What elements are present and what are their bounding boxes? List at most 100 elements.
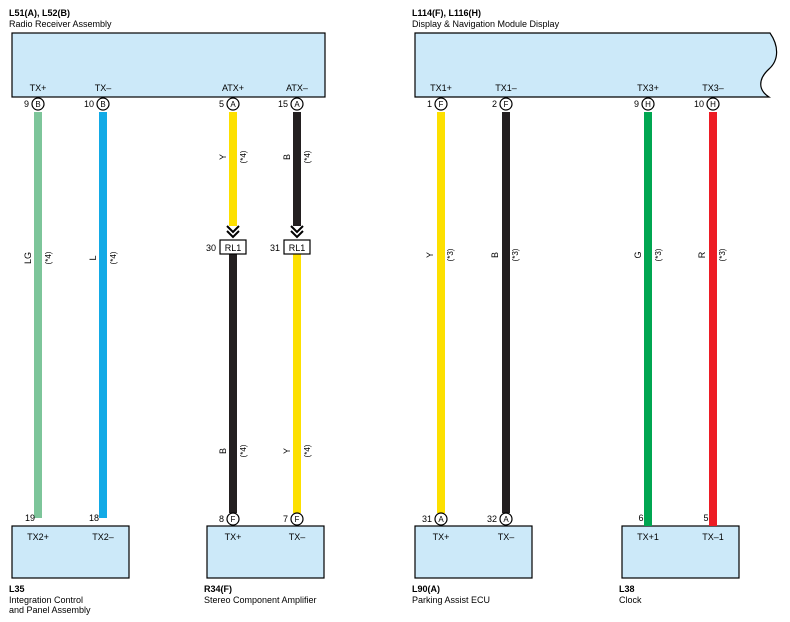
- wire-color-code: G: [633, 251, 643, 258]
- splice-label: RL1: [289, 243, 306, 253]
- radio-code: L51(A), L52(B): [9, 8, 70, 18]
- clock-box: [621, 525, 740, 579]
- wire-note: (*3): [511, 248, 520, 261]
- terminal-label: TX+: [30, 83, 47, 93]
- splice-box: [283, 239, 311, 255]
- pin-circle: [499, 97, 513, 111]
- wire-note: (*4): [109, 251, 118, 264]
- pin-number: 15: [278, 99, 288, 109]
- amplifier-code: R34(F): [204, 584, 232, 594]
- pin-circle: [434, 512, 448, 526]
- connector-letter: B: [100, 100, 105, 109]
- pin-number: 8: [219, 514, 224, 524]
- splice-box: [219, 239, 247, 255]
- connector-letter: A: [438, 515, 444, 524]
- pin-circle: [290, 97, 304, 111]
- wire-note: (*4): [303, 444, 312, 457]
- pin-number: 2: [492, 99, 497, 109]
- terminal-label: TX2–: [92, 532, 114, 542]
- terminal-label: TX–: [95, 83, 112, 93]
- wire-color-code: B: [282, 154, 292, 160]
- wire-note: (*3): [718, 248, 727, 261]
- pin-circle: [434, 97, 448, 111]
- clock-code: L38: [619, 584, 635, 594]
- pin-circle: [226, 97, 240, 111]
- integration-code: L35: [9, 584, 25, 594]
- radio-receiver-box: [11, 32, 326, 98]
- wire-note: (*4): [239, 150, 248, 163]
- display-code: L114(F), L116(H): [412, 8, 481, 18]
- wire-color-code: L: [88, 255, 98, 260]
- connector-letter: A: [294, 100, 300, 109]
- pin-number: 10: [694, 99, 704, 109]
- splice-pin: 30: [206, 243, 216, 253]
- connector-letter: A: [503, 515, 509, 524]
- terminal-label: TX+: [225, 532, 242, 542]
- terminal-label: TX3+: [637, 83, 659, 93]
- terminal-label: ATX+: [222, 83, 244, 93]
- parking-code: L90(A): [412, 584, 440, 594]
- connector-letter: H: [645, 100, 651, 109]
- stereo-amplifier-box: [206, 525, 325, 579]
- connector-letter: A: [230, 100, 236, 109]
- parking-assist-box: [414, 525, 533, 579]
- pin-number: 6: [638, 513, 643, 523]
- terminal-label: TX–: [289, 532, 306, 542]
- pin-number: 19: [25, 513, 35, 523]
- wire-color-code: Y: [425, 252, 435, 258]
- radio-name: Radio Receiver Assembly: [9, 19, 112, 29]
- wire-note: (*3): [654, 248, 663, 261]
- connector-letter: F: [439, 100, 444, 109]
- amplifier-name: Stereo Component Amplifier: [204, 595, 317, 605]
- clock-name: Clock: [619, 595, 642, 605]
- pin-number: 31: [422, 514, 432, 524]
- integration-name: Integration Control: [9, 595, 83, 605]
- pin-circle: [499, 512, 513, 526]
- terminal-label: TX2+: [27, 532, 49, 542]
- pin-circle: [641, 97, 655, 111]
- terminal-label: TX3–: [702, 83, 724, 93]
- wire-color-code: Y: [218, 154, 228, 160]
- pin-number: 1: [427, 99, 432, 109]
- terminal-label: ATX–: [286, 83, 308, 93]
- wire-note: (*4): [44, 251, 53, 264]
- pin-circle: [226, 512, 240, 526]
- wire-color-code: LG: [23, 252, 33, 264]
- terminal-label: TX–: [498, 532, 515, 542]
- terminal-label: TX–1: [702, 532, 724, 542]
- connector-letter: H: [710, 100, 716, 109]
- pin-number: 5: [219, 99, 224, 109]
- terminal-label: TX1–: [495, 83, 517, 93]
- pin-circle: [31, 97, 45, 111]
- wire-note: (*4): [239, 444, 248, 457]
- connector-arrow-icon: [290, 225, 304, 239]
- wire-color-code: R: [697, 251, 707, 258]
- pin-circle: [706, 97, 720, 111]
- pin-circle: [96, 97, 110, 111]
- pin-number: 10: [84, 99, 94, 109]
- wire-note: (*4): [303, 150, 312, 163]
- integration-control-box: [11, 525, 130, 579]
- integration-name: and Panel Assembly: [9, 605, 91, 615]
- parking-name: Parking Assist ECU: [412, 595, 490, 605]
- pin-circle: [290, 512, 304, 526]
- pin-number: 5: [703, 513, 708, 523]
- pin-number: 7: [283, 514, 288, 524]
- terminal-label: TX1+: [430, 83, 452, 93]
- display-module-box: [414, 32, 778, 98]
- pin-number: 32: [487, 514, 497, 524]
- pin-number: 18: [89, 513, 99, 523]
- pin-number: 9: [634, 99, 639, 109]
- connector-letter: F: [231, 515, 236, 524]
- wire-color-code: Y: [282, 448, 292, 454]
- connector-letter: F: [295, 515, 300, 524]
- connector-arrow-icon: [226, 225, 240, 239]
- splice-label: RL1: [225, 243, 242, 253]
- wire-color-code: B: [218, 448, 228, 454]
- display-name: Display & Navigation Module Display: [412, 19, 560, 29]
- pin-number: 9: [24, 99, 29, 109]
- wire-color-code: B: [490, 252, 500, 258]
- connector-letter: B: [35, 100, 40, 109]
- wire-note: (*3): [446, 248, 455, 261]
